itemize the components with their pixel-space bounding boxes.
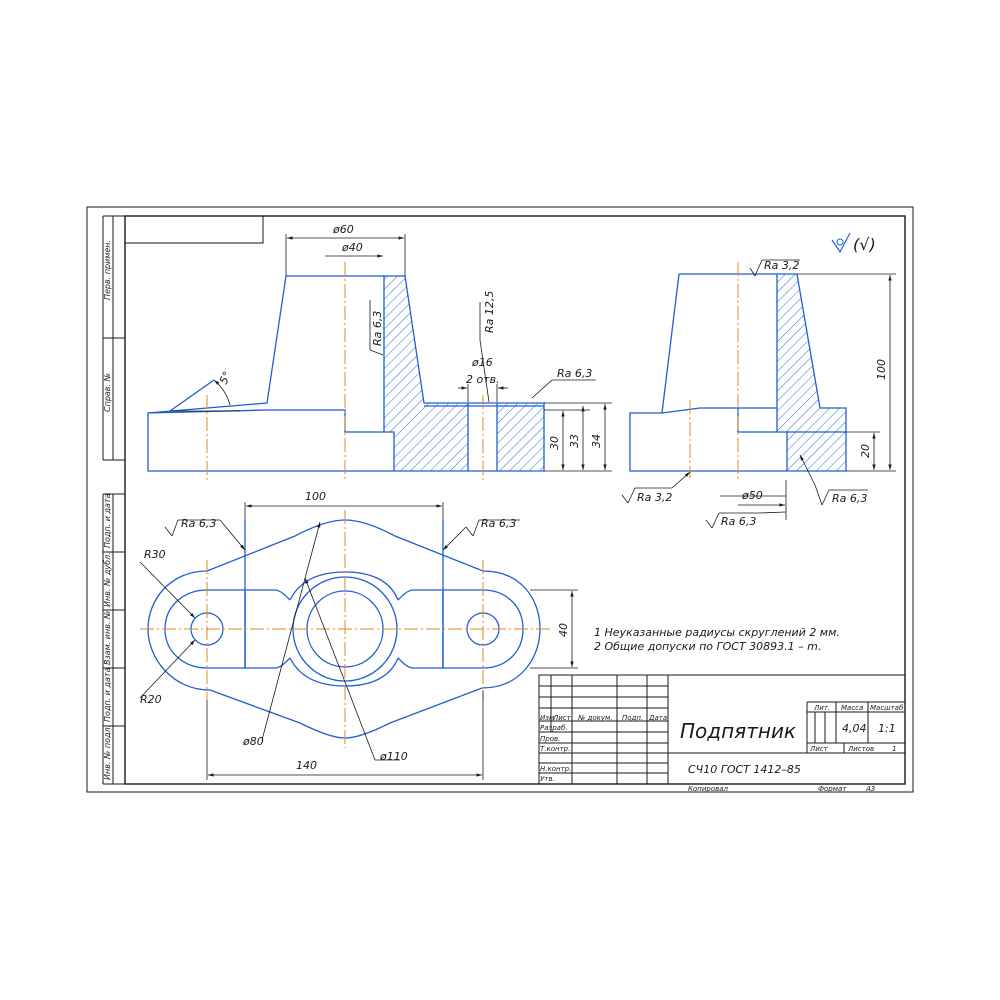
technical-notes: 1 Неуказанные радиусы скруглений 2 мм. 2… bbox=[594, 626, 840, 653]
holes-count: 2 отв. bbox=[466, 373, 500, 386]
roughness-ra32-base: Ra 3,2 bbox=[637, 491, 672, 504]
roughness-ra63-left: Ra 6,3 bbox=[181, 517, 216, 530]
dim-33: 33 bbox=[568, 434, 581, 448]
stamp-vzam-inv: Взам. инв. № bbox=[103, 611, 112, 665]
tb-tkontr: Т.контр. bbox=[540, 745, 570, 753]
radius-r30: R30 bbox=[144, 548, 166, 561]
dim-30: 30 bbox=[548, 436, 561, 450]
part-mass: 4,04 bbox=[842, 722, 867, 735]
front-dimensions bbox=[170, 234, 612, 472]
plan-view: 100 Ra 6,3 Ra 6,3 R30 R20 40 ø80 ø110 14… bbox=[139, 490, 578, 780]
tb-razrab: Разраб. bbox=[540, 724, 568, 732]
roughness-ra63-flange: Ra 6,3 bbox=[557, 367, 592, 380]
dim-20: 20 bbox=[859, 444, 872, 458]
note-1: 1 Неуказанные радиусы скруглений 2 мм. bbox=[594, 626, 840, 639]
tb-nkontr: Н.контр. bbox=[540, 765, 571, 773]
angle-5: 5° bbox=[217, 369, 234, 386]
note-2: 2 Общие допуски по ГОСТ 30893.1 – m. bbox=[594, 640, 821, 653]
radius-r20: R20 bbox=[140, 693, 162, 706]
plan-labels: 100 Ra 6,3 Ra 6,3 R30 R20 40 ø80 ø110 14… bbox=[140, 490, 570, 772]
diameter-d110: ø110 bbox=[379, 750, 408, 763]
side-section-hatch bbox=[777, 274, 846, 471]
kopiroval-label: Копировал bbox=[688, 785, 729, 793]
roughness-sign-icon: (√) bbox=[831, 232, 876, 254]
roughness-ra63-bore-side: Ra 6,3 bbox=[721, 515, 756, 528]
tb-masshtab: Масштаб bbox=[870, 704, 904, 712]
side-axes bbox=[689, 262, 739, 480]
format-value: А3 bbox=[865, 785, 875, 793]
stamp-podp-data-2: Подп. и дата bbox=[103, 667, 112, 722]
part-name: Подпятник bbox=[680, 719, 796, 743]
side-labels: Ra 3,2 100 20 Ra 3,2 ø50 Ra 6,3 Ra 6,3 bbox=[637, 259, 888, 528]
part-material: СЧ10 ГОСТ 1412–85 bbox=[688, 763, 801, 776]
stamp-perv-primen: Перв. примен. bbox=[103, 240, 112, 300]
plan-dimensions bbox=[139, 502, 578, 780]
dim-d16: ø16 bbox=[471, 356, 493, 369]
dim-40: 40 bbox=[557, 623, 570, 637]
plan-axes bbox=[140, 510, 550, 748]
tb-izm: Изм bbox=[540, 714, 555, 722]
diameter-d80: ø80 bbox=[242, 735, 264, 748]
dim-100-width: 100 bbox=[305, 490, 326, 503]
roughness-ra63-right: Ra 6,3 bbox=[481, 517, 516, 530]
roughness-ra63-side: Ra 6,3 bbox=[832, 492, 867, 505]
front-section-hatch bbox=[384, 276, 544, 471]
side-stamp: Перв. примен. Справ. № Подп. и дата Инв.… bbox=[103, 240, 112, 780]
tb-prov: Пров. bbox=[540, 735, 560, 743]
front-view: ø60 ø40 Ra 6,3 Ra 12,5 ø16 2 отв. Ra 6,3… bbox=[147, 223, 612, 480]
tb-utv: Утв. bbox=[540, 775, 555, 783]
dim-d60: ø60 bbox=[332, 223, 354, 236]
tb-listov-value: 1 bbox=[892, 745, 896, 753]
stamp-podp-data-1: Подп. и дата bbox=[103, 493, 112, 548]
stamp-inv-dubl: Инв. № дубл. bbox=[103, 552, 112, 607]
title-block bbox=[538, 674, 906, 785]
front-axes bbox=[206, 262, 484, 480]
stamp-sprav-no: Справ. № bbox=[103, 373, 112, 412]
side-view: Ra 3,2 100 20 Ra 3,2 ø50 Ra 6,3 Ra 6,3 (… bbox=[621, 232, 896, 529]
tb-massa: Масса bbox=[841, 704, 863, 712]
roughness-sign-text: (√) bbox=[853, 235, 876, 254]
dim-d50: ø50 bbox=[741, 489, 763, 502]
tb-list: Лист bbox=[552, 714, 572, 722]
tb-data: Дата bbox=[648, 714, 667, 722]
tb-lit: Лит. bbox=[813, 704, 830, 712]
title-block-values: Подпятник СЧ10 ГОСТ 1412–85 4,04 1:1 Коп… bbox=[680, 719, 896, 793]
tb-ndokum: № докум. bbox=[577, 714, 613, 722]
front-labels: ø60 ø40 Ra 6,3 Ra 12,5 ø16 2 отв. Ra 6,3… bbox=[217, 223, 603, 450]
part-scale: 1:1 bbox=[878, 722, 896, 735]
sheet-frame bbox=[86, 206, 914, 793]
dim-d40: ø40 bbox=[341, 241, 363, 254]
format-label: Формат bbox=[818, 785, 847, 793]
dim-34: 34 bbox=[590, 434, 603, 448]
tb-listov: Листов bbox=[847, 745, 874, 753]
tb-podp: Подп. bbox=[622, 714, 643, 722]
roughness-ra63-bore: Ra 6,3 bbox=[371, 311, 384, 346]
tb-list2: Лист bbox=[809, 745, 829, 753]
dim-100-height: 100 bbox=[875, 359, 888, 380]
dim-140: 140 bbox=[296, 759, 317, 772]
title-block-labels: Изм Лист № докум. Подп. Дата Разраб. Про… bbox=[540, 704, 904, 783]
roughness-ra125: Ra 12,5 bbox=[483, 291, 496, 333]
side-dimensions bbox=[621, 259, 896, 529]
roughness-ra32-top: Ra 3,2 bbox=[764, 259, 799, 272]
stamp-inv-podl: Инв. № подл. bbox=[103, 725, 112, 780]
